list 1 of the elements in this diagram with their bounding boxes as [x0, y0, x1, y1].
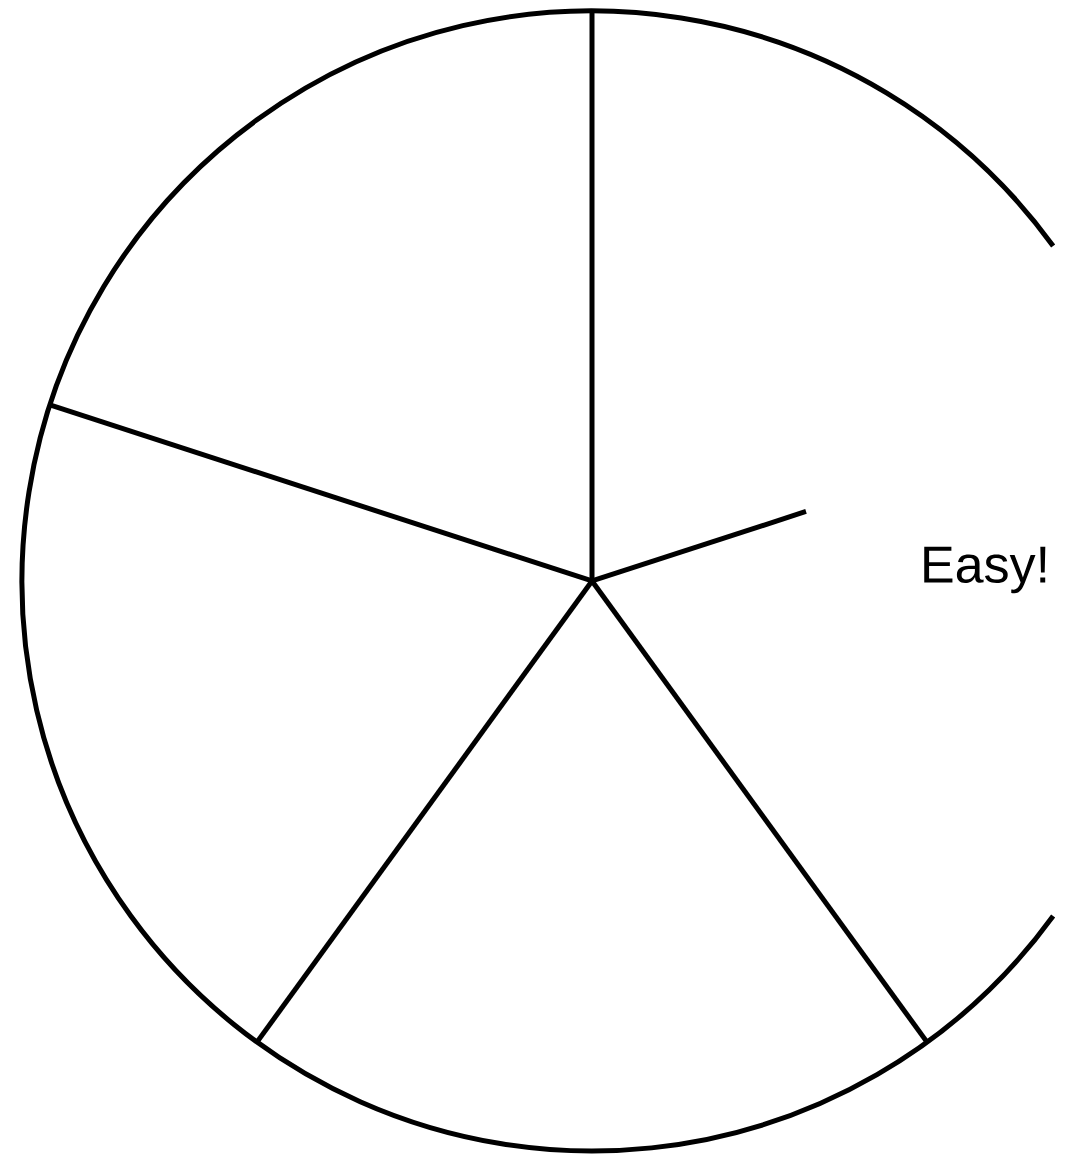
label: Easy!	[924, 546, 1046, 594]
